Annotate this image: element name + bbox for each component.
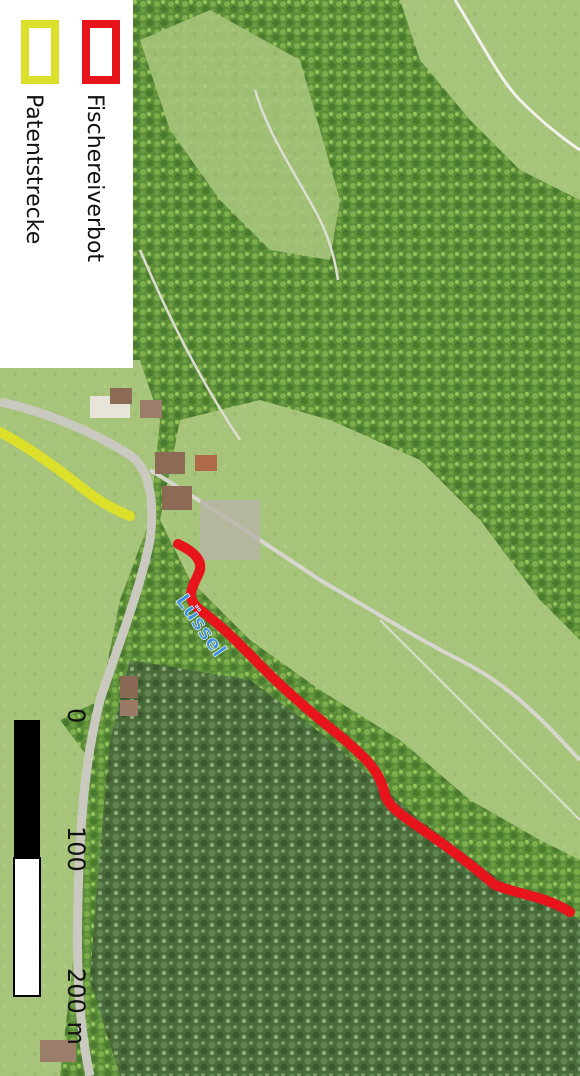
scale-segment-white	[13, 857, 41, 997]
scale-tick-200: 200 m	[62, 968, 90, 1045]
legend-label-fischereiverbot: Fischereiverbot	[82, 94, 107, 262]
legend-swatch-fischereiverbot	[82, 20, 120, 84]
path-mid	[138, 249, 242, 441]
scale-tick-0: 0	[62, 708, 90, 723]
meadow-upper	[140, 10, 340, 260]
path-upper	[253, 89, 340, 281]
legend-label-patentstrecke: Patentstrecke	[21, 94, 46, 244]
forest-lower	[90, 660, 580, 1076]
fischereiverbot-line	[173, 539, 575, 917]
legend-swatch-patentstrecke	[21, 20, 59, 84]
meadow-valley	[160, 400, 580, 860]
scale-tick-100: 100	[62, 826, 90, 872]
path-valley	[379, 619, 580, 821]
meadow-top-right	[400, 0, 580, 200]
path-top	[453, 0, 580, 152]
patentstrecke-line	[0, 427, 135, 521]
village-buildings	[40, 388, 260, 1062]
scale-segment-black	[14, 720, 40, 858]
scale-bar: 0 100 200 m	[13, 708, 90, 1045]
main-road	[0, 397, 157, 1076]
